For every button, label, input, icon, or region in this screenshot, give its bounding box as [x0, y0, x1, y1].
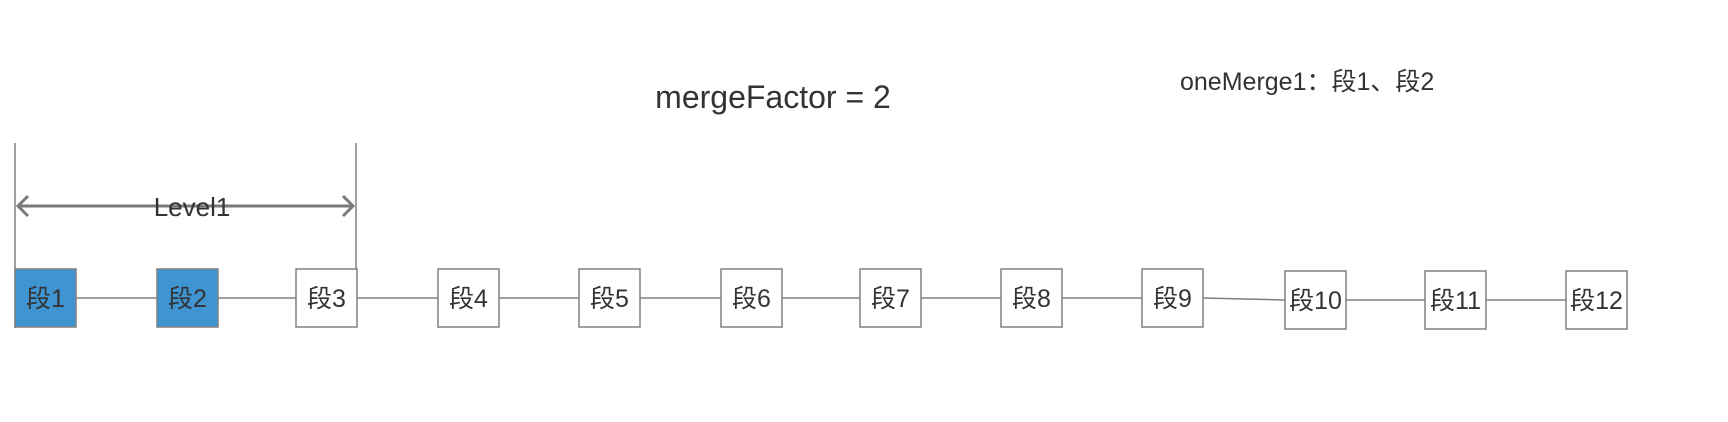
segment-label: 段10 — [1289, 287, 1342, 315]
segment-box-rect — [1565, 270, 1628, 330]
segment-box: 段9 — [1141, 268, 1204, 328]
segment-label: 段4 — [449, 285, 488, 313]
segment-label: 段8 — [1012, 285, 1051, 313]
segment-label: 段1 — [26, 285, 65, 313]
segment-label: 段12 — [1570, 287, 1623, 315]
segment-box-rect — [1000, 268, 1063, 328]
segment-connectors — [76, 297, 1566, 301]
segment-box: 段8 — [1000, 268, 1063, 328]
level-arrow-left-head — [15, 194, 30, 218]
diagram-title: mergeFactor = 2 — [655, 79, 891, 115]
segment-label: 段3 — [307, 285, 346, 313]
level-label: Level1 — [154, 192, 231, 222]
segment-label: 段5 — [590, 285, 629, 313]
segment-box: 段1 — [14, 268, 77, 328]
segment-box: 段12 — [1565, 270, 1628, 330]
segment-box-rect — [295, 268, 358, 328]
segment-box-rect — [1424, 270, 1487, 330]
segment-box: 段2 — [156, 268, 219, 328]
segment-box: 段7 — [859, 268, 922, 328]
segment-box: 段4 — [437, 268, 500, 328]
segment-box-rect — [156, 268, 219, 328]
segment-connector — [1202, 297, 1286, 301]
segment-box: 段3 — [295, 268, 358, 328]
segment-label: 段7 — [871, 285, 910, 313]
segment-box-rect — [859, 268, 922, 328]
segment-box-rect — [1284, 270, 1347, 330]
segment-label: 段11 — [1430, 287, 1481, 315]
segment-box-rect — [578, 268, 641, 328]
merge-note: oneMerge1：段1、段2 — [1180, 68, 1434, 96]
segment-box: 段6 — [720, 268, 783, 328]
segment-label: 段6 — [732, 285, 771, 313]
segment-label: 段9 — [1153, 285, 1192, 313]
segment-box: 段11 — [1424, 270, 1487, 330]
segment-box-rect — [1141, 268, 1204, 328]
segment-row: 段1 段2 段3 段4 段5 段6 段7 段8 段9 段10 段11 段12 — [14, 268, 1628, 330]
segment-label: 段2 — [168, 285, 207, 313]
segment-box: 段5 — [578, 268, 641, 328]
segment-box-rect — [720, 268, 783, 328]
segment-box-rect — [437, 268, 500, 328]
segment-box: 段10 — [1284, 270, 1347, 330]
segment-box-rect — [14, 268, 77, 328]
level-arrow-right-head — [341, 194, 356, 218]
